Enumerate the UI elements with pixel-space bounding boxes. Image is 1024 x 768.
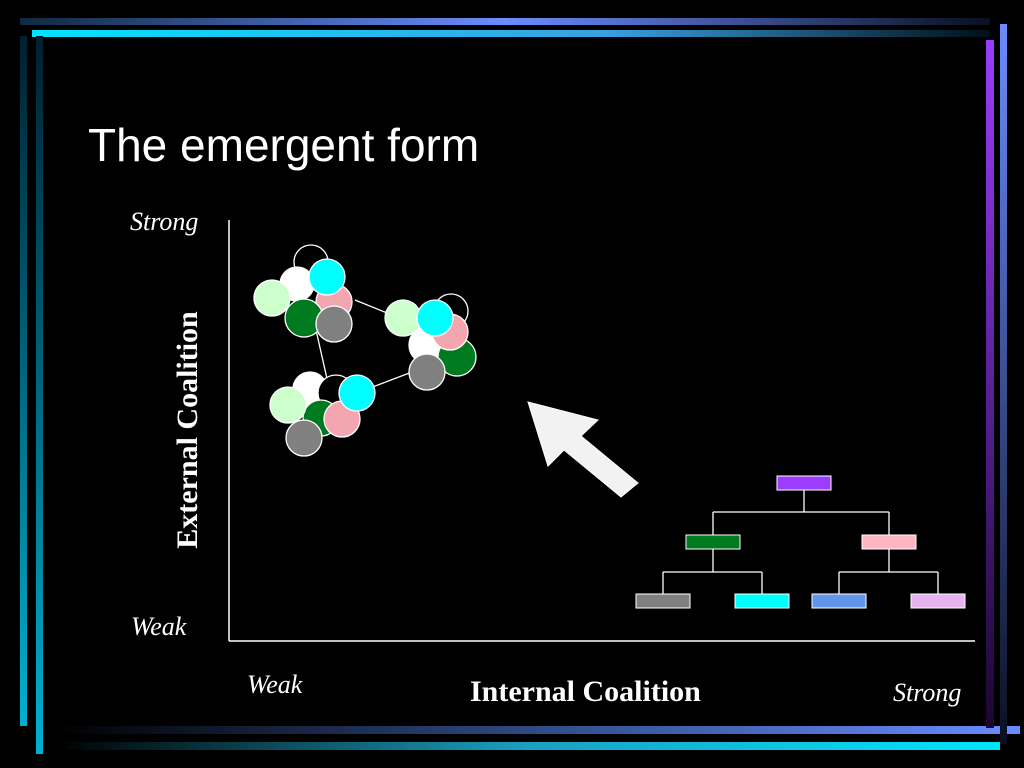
tree-node-top bbox=[776, 475, 832, 491]
cluster-top-left bbox=[253, 244, 353, 343]
y-axis-top-label: Strong bbox=[130, 207, 199, 236]
x-axis-title: Internal Coalition bbox=[470, 675, 701, 708]
tree-node-leaf-3 bbox=[811, 593, 867, 609]
border-bottom-strip-2 bbox=[55, 742, 1000, 750]
tree-node-leaf-1 bbox=[635, 593, 691, 609]
transition-arrow-icon bbox=[527, 401, 639, 498]
cluster-bottom bbox=[269, 371, 376, 457]
tree-node-mid-left bbox=[685, 534, 741, 550]
border-right-strip bbox=[986, 40, 994, 728]
border-left-strip-2 bbox=[36, 36, 43, 754]
tree-node-leaf-4 bbox=[910, 593, 966, 609]
border-right-strip-2 bbox=[1000, 24, 1007, 744]
border-left-strip bbox=[20, 36, 27, 726]
hierarchy-tree-lines bbox=[662, 490, 939, 594]
x-axis-right-label: Strong bbox=[893, 678, 962, 707]
border-top-strip-2 bbox=[32, 30, 990, 37]
tree-node-leaf-2 bbox=[734, 593, 790, 609]
y-axis-title: External Coalition bbox=[171, 311, 204, 549]
border-top-strip bbox=[20, 18, 990, 25]
border-bottom-strip bbox=[55, 726, 1020, 734]
hierarchy-tree-boxes bbox=[635, 475, 966, 609]
tree-node-mid-right bbox=[861, 534, 917, 550]
x-axis-left-label: Weak bbox=[247, 670, 303, 699]
y-axis-bottom-label: Weak bbox=[131, 612, 187, 641]
cluster-top-right bbox=[384, 293, 477, 391]
slide-title: The emergent form bbox=[88, 119, 480, 171]
